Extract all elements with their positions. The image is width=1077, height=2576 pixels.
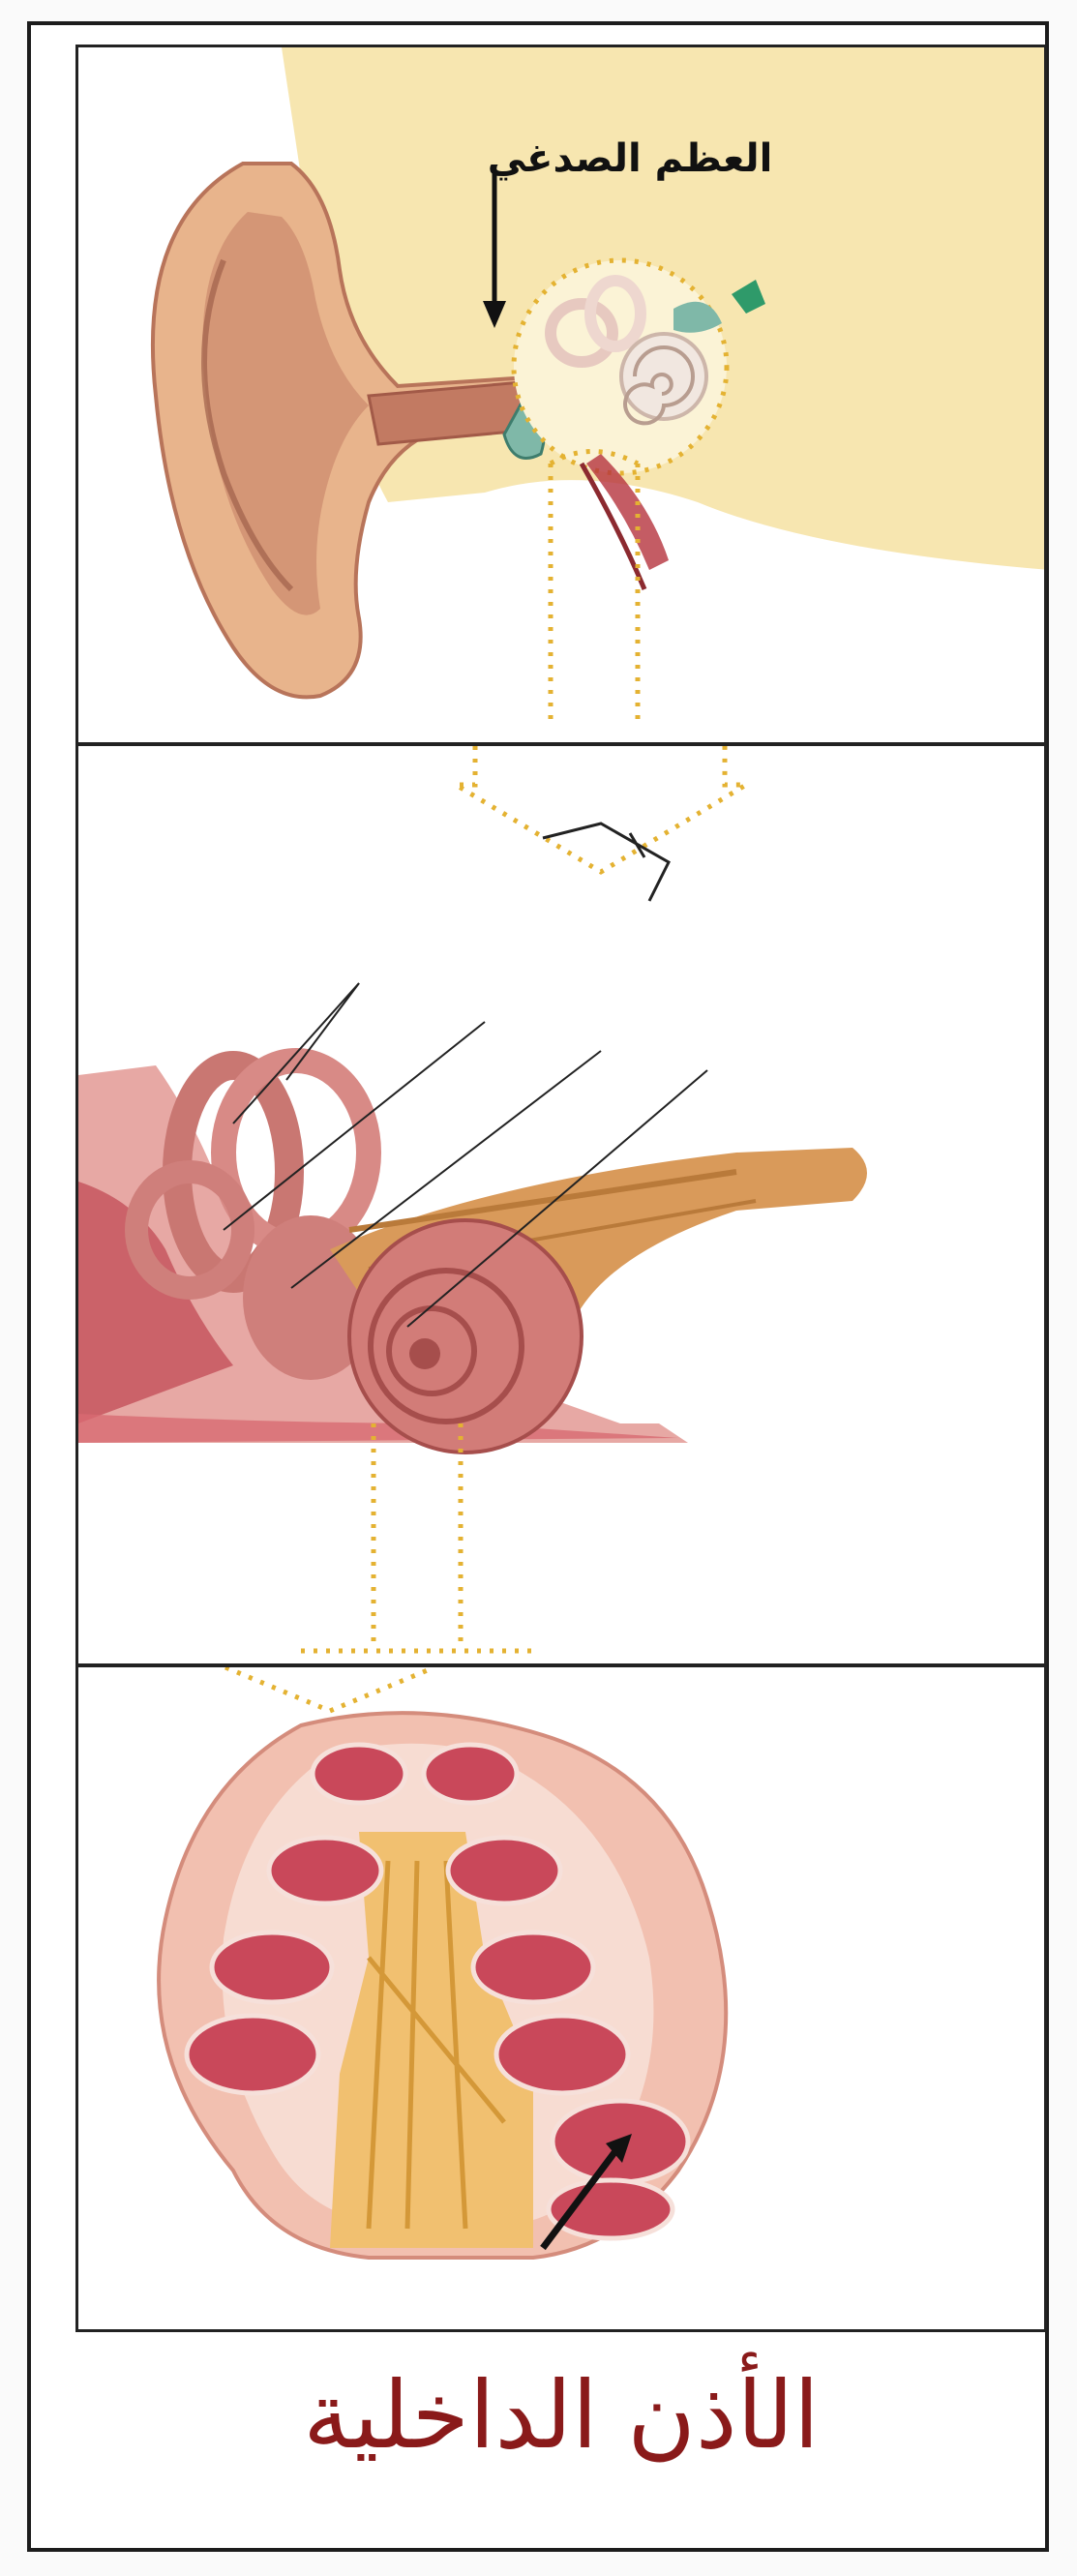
chamber-top-2 xyxy=(424,1745,517,1803)
panel-outer-ear: العظم الصدغي xyxy=(75,45,1047,745)
label-line-1 xyxy=(233,983,359,1123)
chamber-right-5 xyxy=(549,2180,673,2238)
chamber-left-1 xyxy=(269,1838,381,1903)
chamber-right-1 xyxy=(448,1838,560,1903)
chamber-top-1 xyxy=(313,1745,405,1803)
inner-ear-illustration xyxy=(78,746,1047,1666)
cochlea-apex xyxy=(409,1338,440,1369)
chamber-right-2 xyxy=(473,1932,593,2002)
chamber-right-3 xyxy=(496,2016,628,2093)
bracket-indicator xyxy=(543,824,669,901)
cochlea-section-illustration xyxy=(78,1667,1047,2332)
panel-cochlea-section xyxy=(75,1664,1047,2332)
panel-inner-ear xyxy=(75,743,1047,1666)
temporal-bone-label: العظم الصدغي xyxy=(427,136,833,181)
dotted-arrow-tip xyxy=(225,1667,434,1711)
dotted-arrow-head-top xyxy=(456,746,746,872)
caption-inner-ear: الأذن الداخلية xyxy=(75,2361,1047,2470)
chamber-left-3 xyxy=(187,2016,318,2093)
chamber-left-2 xyxy=(212,1932,332,2002)
dotted-arrow-shaft-2 xyxy=(374,1423,461,1646)
bracket-tick xyxy=(630,833,644,857)
